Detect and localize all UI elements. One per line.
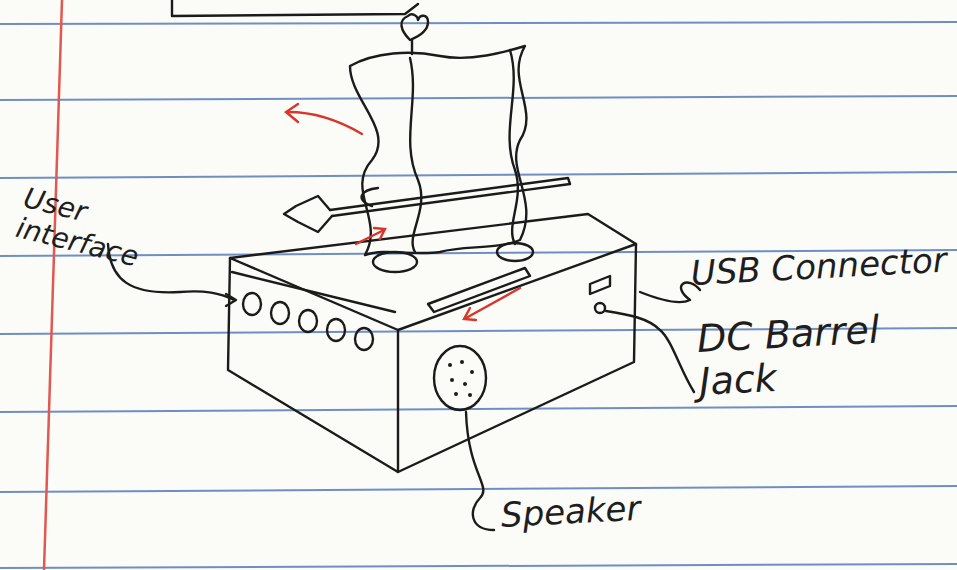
rule-line — [0, 406, 957, 412]
arrow-head — [374, 228, 385, 239]
figure-fold — [410, 58, 421, 252]
button — [243, 293, 261, 315]
rule-line — [0, 172, 957, 178]
callout-label: Speaker — [500, 486, 702, 534]
top-box-fragment — [172, 0, 418, 16]
motion-arrow — [466, 288, 520, 318]
callout-label: DC Barrel Jack — [696, 306, 930, 403]
speaker-holes — [448, 360, 474, 397]
button — [299, 310, 317, 332]
button — [271, 302, 289, 324]
rule-line — [0, 96, 957, 100]
figure-neck — [411, 40, 413, 54]
enclosure-front — [228, 258, 398, 472]
rule-line — [0, 564, 957, 568]
rule-line — [0, 22, 957, 24]
rule-line — [0, 486, 957, 492]
axe-handle — [330, 178, 570, 216]
speaker-grille — [434, 346, 486, 410]
callout-label: User interface — [13, 182, 188, 283]
usb-port — [590, 276, 610, 294]
motion-arrows — [286, 104, 520, 320]
figure-head — [401, 14, 428, 40]
figure-arm — [362, 188, 378, 206]
paper-rules — [0, 22, 957, 568]
callout-label: USB Connector — [690, 240, 957, 292]
button — [327, 319, 345, 341]
leader-head — [226, 294, 236, 306]
device-sketch — [108, 0, 700, 530]
panel-edge — [232, 272, 395, 312]
enclosure-top — [230, 214, 636, 330]
rotation-arrow — [288, 112, 362, 134]
button — [355, 328, 373, 350]
barrel-jack — [595, 303, 605, 313]
axe-blade — [284, 196, 332, 232]
leader-line — [606, 311, 694, 392]
arrow-head — [464, 308, 476, 320]
figure-body — [350, 46, 526, 255]
margin-line — [44, 0, 62, 570]
leader-line — [466, 412, 494, 530]
arrow-head — [286, 104, 298, 122]
figure-fold — [510, 50, 518, 244]
figure-foot — [373, 252, 417, 272]
enclosure-side — [398, 244, 636, 472]
